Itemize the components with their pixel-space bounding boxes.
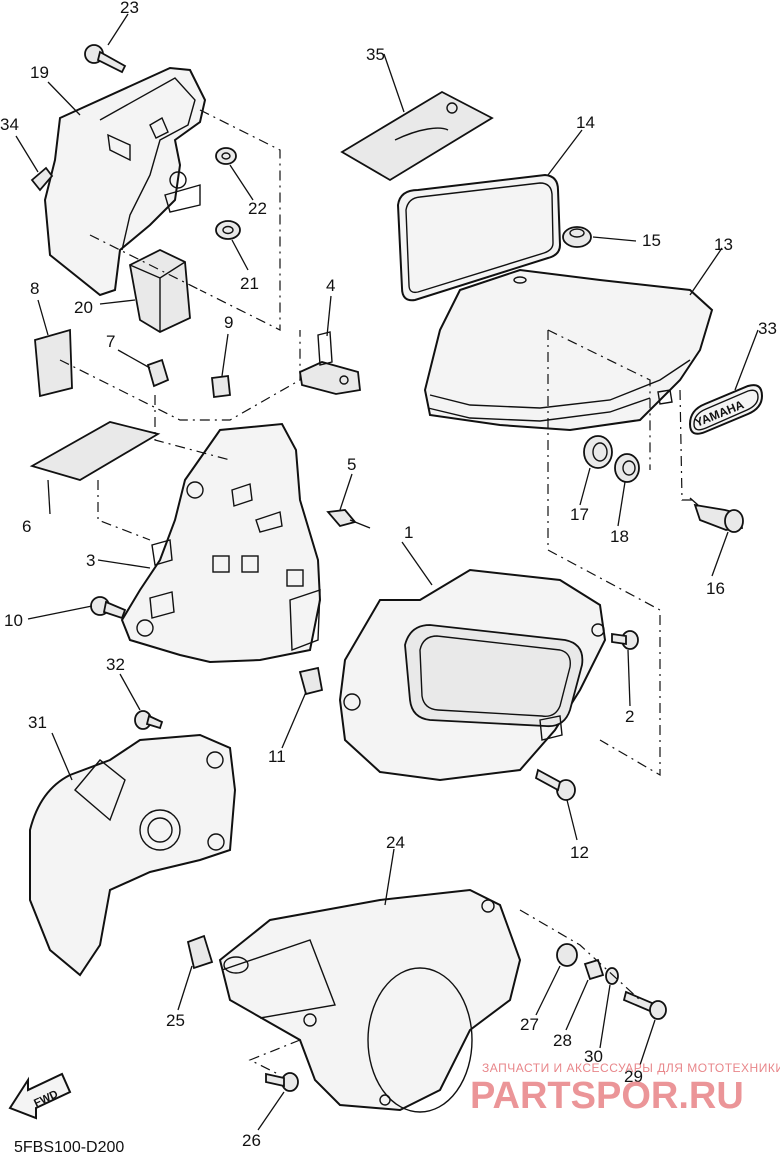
part-23-bolt: [84, 44, 127, 74]
callout-5: 5: [347, 455, 356, 474]
part-16-lock: [689, 497, 744, 533]
callout-13: 13: [714, 235, 733, 254]
part-8-pad: [34, 328, 73, 398]
callout-15: 15: [642, 231, 661, 250]
part-33-emblem: YAMAHA: [688, 384, 764, 435]
callout-8: 8: [30, 279, 39, 298]
part-9-clip: [211, 374, 231, 399]
callout-33: 33: [758, 319, 777, 338]
callout-2: 2: [625, 707, 634, 726]
part-27-collar: [556, 943, 578, 967]
callout-25: 25: [166, 1011, 185, 1030]
watermark: ЗАПЧАСТИ И АКСЕССУАРЫ ДЛЯ МОТОТЕХНИКИ PA…: [470, 1061, 780, 1117]
callout-19: 19: [30, 63, 49, 82]
part-10-bolt: [90, 596, 127, 620]
part-24-crankcase-cover: [218, 888, 522, 1113]
callout-32: 32: [106, 655, 125, 674]
part-12-bolt: [534, 768, 576, 801]
callout-21: 21: [240, 274, 259, 293]
part-4-bracket: [299, 331, 361, 395]
part-1-cover: [338, 568, 607, 782]
callout-35: 35: [366, 45, 385, 64]
part-11-nut: [298, 666, 324, 696]
callout-29: 29: [624, 1067, 643, 1086]
callout-34: 34: [0, 115, 19, 134]
callout-10: 10: [4, 611, 23, 630]
callout-24: 24: [386, 833, 405, 852]
part-2-screw: [611, 630, 639, 650]
callout-22: 22: [248, 199, 267, 218]
callout-20: 20: [74, 298, 93, 317]
callout-30: 30: [584, 1047, 603, 1066]
callout-31: 31: [28, 713, 47, 732]
part-34-stud: [30, 166, 54, 192]
callout-26: 26: [242, 1131, 261, 1150]
part-35-pad: [340, 90, 494, 182]
fwd-arrow: FWD: [8, 1072, 72, 1120]
callout-17: 17: [570, 505, 589, 524]
callout-27: 27: [520, 1015, 539, 1034]
watermark-tagline: ЗАПЧАСТИ И АКСЕССУАРЫ ДЛЯ МОТОТЕХНИКИ: [482, 1061, 780, 1075]
callout-1: 1: [404, 523, 413, 542]
callout-9: 9: [224, 313, 233, 332]
part-20-damper: [128, 248, 191, 334]
assembly-lines: [59, 109, 694, 1076]
part-30-washer: [605, 967, 619, 985]
callout-11: 11: [268, 747, 286, 766]
part-25-dowel: [186, 934, 214, 970]
watermark-site: PARTSPOR.RU: [470, 1075, 744, 1117]
callout-7: 7: [106, 332, 115, 351]
part-29-bolt: [622, 990, 667, 1020]
part-22-grommet: [215, 147, 237, 165]
part-15-grommet: [562, 226, 592, 248]
part-21-grommet: [215, 220, 241, 240]
callout-6: 6: [22, 517, 31, 536]
part-26-bolt: [265, 1072, 299, 1092]
part-18-grommet: [614, 453, 640, 483]
part-17-collar: [583, 435, 613, 469]
part-14-panel: [396, 173, 562, 302]
callout-18: 18: [610, 527, 629, 546]
callout-23: 23: [120, 0, 139, 17]
part-5-pin: [326, 509, 371, 529]
callout-4: 4: [326, 276, 335, 295]
callout-3: 3: [86, 551, 95, 570]
diagram-code: 5FBS100-D200: [14, 1139, 124, 1156]
part-31-sprocket-cover: [29, 733, 237, 977]
part-3-bracket: [120, 422, 322, 664]
part-28-sleeve: [583, 958, 605, 981]
callout-28: 28: [553, 1031, 572, 1050]
callout-16: 16: [706, 579, 725, 598]
leader-lines: [15, 13, 759, 1131]
part-13-side-cover: [423, 268, 714, 432]
callout-12: 12: [570, 843, 589, 862]
part-7-damper: [146, 358, 170, 388]
part-32-bolt: [134, 710, 164, 730]
callout-14: 14: [576, 113, 595, 132]
part-6-pad: [29, 421, 161, 481]
part-19-side-cover: [43, 66, 207, 297]
